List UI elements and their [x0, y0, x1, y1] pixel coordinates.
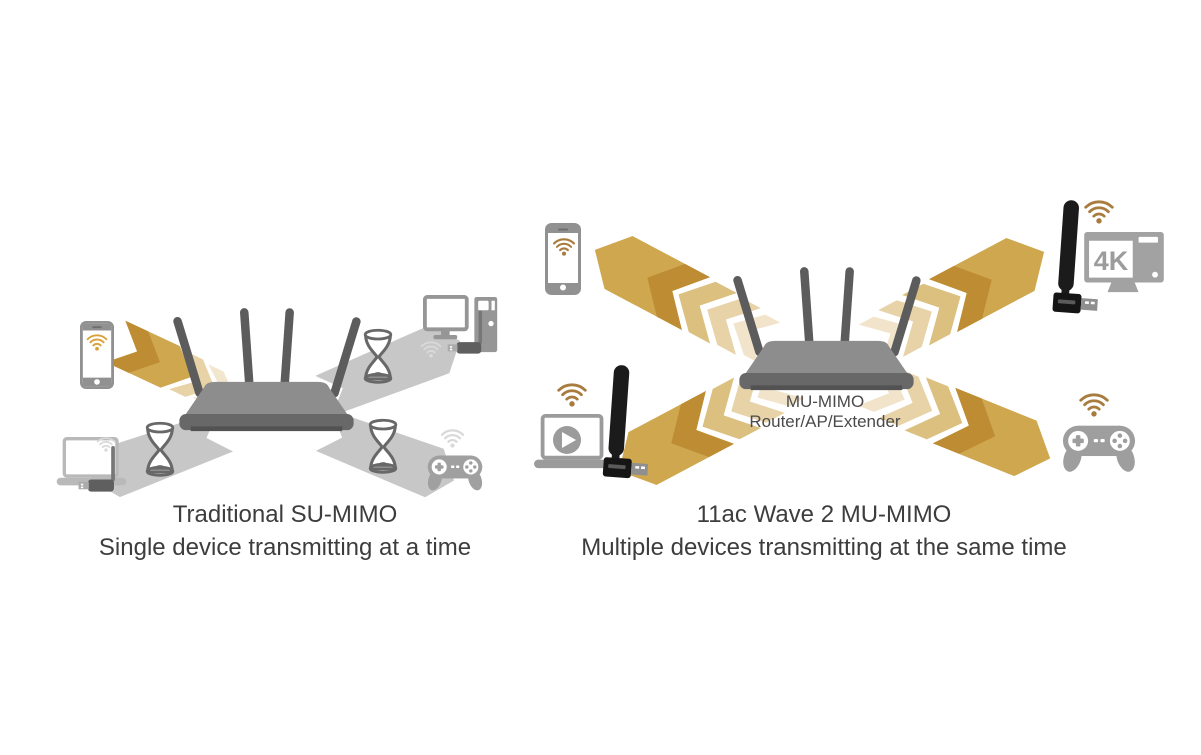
play-icon — [553, 426, 581, 454]
router-label-line2: Router/AP/Extender — [749, 412, 901, 431]
left-title: Traditional SU-MIMO — [172, 501, 398, 528]
left-diagram — [55, 295, 500, 505]
right-subtitle: Multiple devices transmitting at the sam… — [581, 534, 1067, 561]
smartphone-icon — [80, 320, 114, 390]
router-label: MU-MIMO Router/AP/Extender — [700, 392, 950, 432]
wifi-icon — [1079, 393, 1109, 417]
wifi-icon — [557, 383, 587, 407]
right-title: 11ac Wave 2 MU-MIMO — [696, 501, 952, 528]
wifi-icon — [440, 429, 465, 448]
tv-4k-badge: 4K — [1094, 246, 1129, 276]
game-controller-icon — [1062, 425, 1136, 475]
left-caption: Traditional SU-MIMO Single device transm… — [35, 498, 535, 564]
left-subtitle: Single device transmitting at a time — [98, 534, 472, 561]
router-label-line1: MU-MIMO — [785, 392, 865, 411]
right-diagram: 4K — [532, 199, 1164, 498]
smartphone-icon — [545, 222, 581, 296]
signal-beam-active — [580, 223, 784, 370]
wifi-icon — [1084, 200, 1114, 224]
laptop-icon — [55, 437, 128, 488]
game-controller-icon — [427, 455, 483, 493]
right-caption: 11ac Wave 2 MU-MIMO Multiple devices tra… — [574, 498, 1074, 564]
